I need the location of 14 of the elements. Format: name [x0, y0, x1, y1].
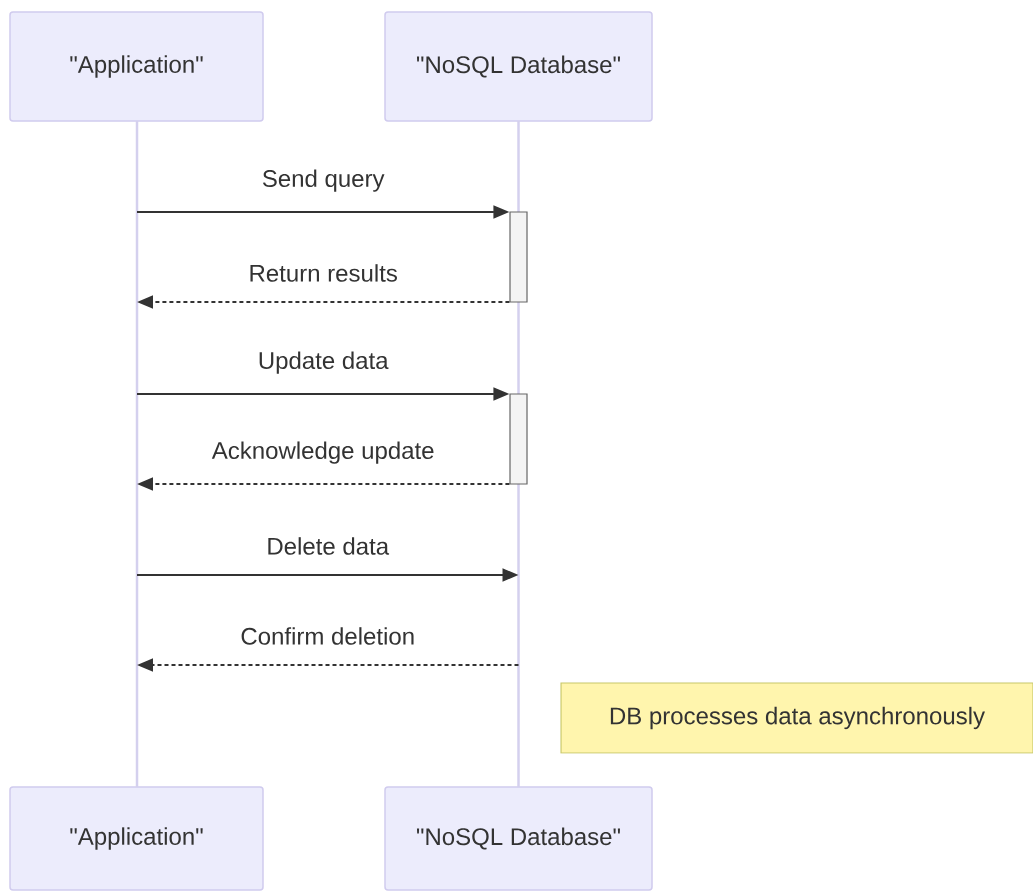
- participant-box: "NoSQL Database": [384, 11, 653, 122]
- edge-label: Update data: [259, 351, 389, 374]
- participant-box: "Application": [9, 11, 264, 122]
- activation-bar: [509, 393, 528, 485]
- note-box: DB processes data asynchronously: [560, 682, 1033, 754]
- lifeline: [135, 121, 139, 787]
- edge-label: Send query: [262, 169, 385, 192]
- edge-label: Delete data: [268, 537, 390, 555]
- edge-label: Return results: [250, 264, 397, 282]
- edge-label: Confirm deletion: [241, 627, 414, 645]
- activation-bar: [509, 211, 528, 303]
- edge-label: Acknowledge update: [211, 441, 434, 464]
- participant-box: "NoSQL Database": [384, 786, 653, 891]
- participant-box: "Application": [9, 786, 264, 891]
